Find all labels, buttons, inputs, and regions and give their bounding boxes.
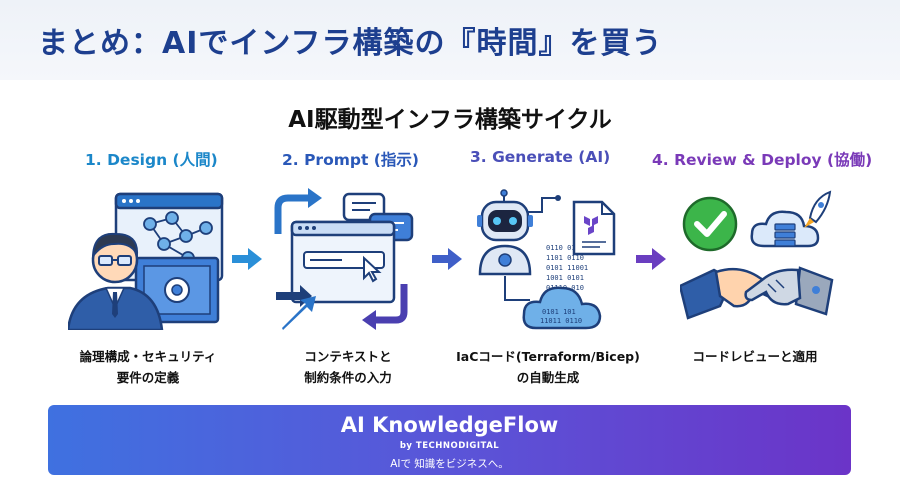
step-3-desc-line1: IaCコード(Terraform/Bicep) bbox=[456, 349, 640, 364]
step-1-desc-line1: 論理構成・セキュリティ bbox=[79, 349, 217, 364]
step-1-title: 1. Design (人間) bbox=[85, 151, 218, 169]
svg-text:11011 0110: 11011 0110 bbox=[540, 317, 582, 325]
brand-byline: by TECHNODIGITAL bbox=[399, 441, 500, 451]
arrow-right-icon bbox=[636, 248, 666, 270]
prompt-window-icon bbox=[274, 188, 414, 330]
header-band bbox=[0, 0, 900, 80]
svg-text:0101 101: 0101 101 bbox=[542, 308, 576, 316]
svg-text:0110 01: 0110 01 bbox=[546, 244, 576, 252]
step-1-description: 論理構成・セキュリティ 要件の定義 bbox=[48, 346, 248, 388]
arrow-right-icon bbox=[432, 248, 462, 270]
brand-banner: AI KnowledgeFlow by TECHNODIGITAL AIで 知識… bbox=[48, 405, 851, 475]
brand-name: AI KnowledgeFlow bbox=[340, 413, 559, 437]
step-3-description: IaCコード(Terraform/Bicep) の自動生成 bbox=[448, 346, 648, 388]
step-4-description: コードレビューと適用 bbox=[655, 346, 855, 367]
step-2-description: コンテキストと 制約条件の入力 bbox=[248, 346, 448, 388]
step-2-desc-line1: コンテキストと bbox=[304, 349, 392, 364]
engineer-design-icon bbox=[68, 192, 224, 330]
handshake-deploy-icon bbox=[680, 190, 834, 320]
svg-text:1101 0110: 1101 0110 bbox=[546, 254, 584, 262]
arrow-right-icon bbox=[232, 248, 262, 270]
step-3-title: 3. Generate (AI) bbox=[470, 148, 611, 166]
step-1-desc-line2: 要件の定義 bbox=[116, 370, 180, 385]
step-3-desc-line2: の自動生成 bbox=[516, 370, 580, 385]
svg-text:0101 11001: 0101 11001 bbox=[546, 264, 588, 272]
brand-tagline: AIで 知識をビジネスへ。 bbox=[390, 458, 509, 470]
step-4-title: 4. Review & Deploy (協働) bbox=[652, 151, 873, 169]
step-2-title: 2. Prompt (指示) bbox=[282, 151, 419, 169]
step-2-desc-line2: 制約条件の入力 bbox=[304, 370, 392, 385]
page-title: まとめ：AIでインフラ構築の『時間』を買う bbox=[38, 26, 663, 61]
svg-text:1001 0101: 1001 0101 bbox=[546, 274, 584, 282]
cycle-title: AI駆動型インフラ構築サイクル bbox=[288, 107, 612, 133]
step-4-desc-line1: コードレビューと適用 bbox=[692, 349, 818, 364]
